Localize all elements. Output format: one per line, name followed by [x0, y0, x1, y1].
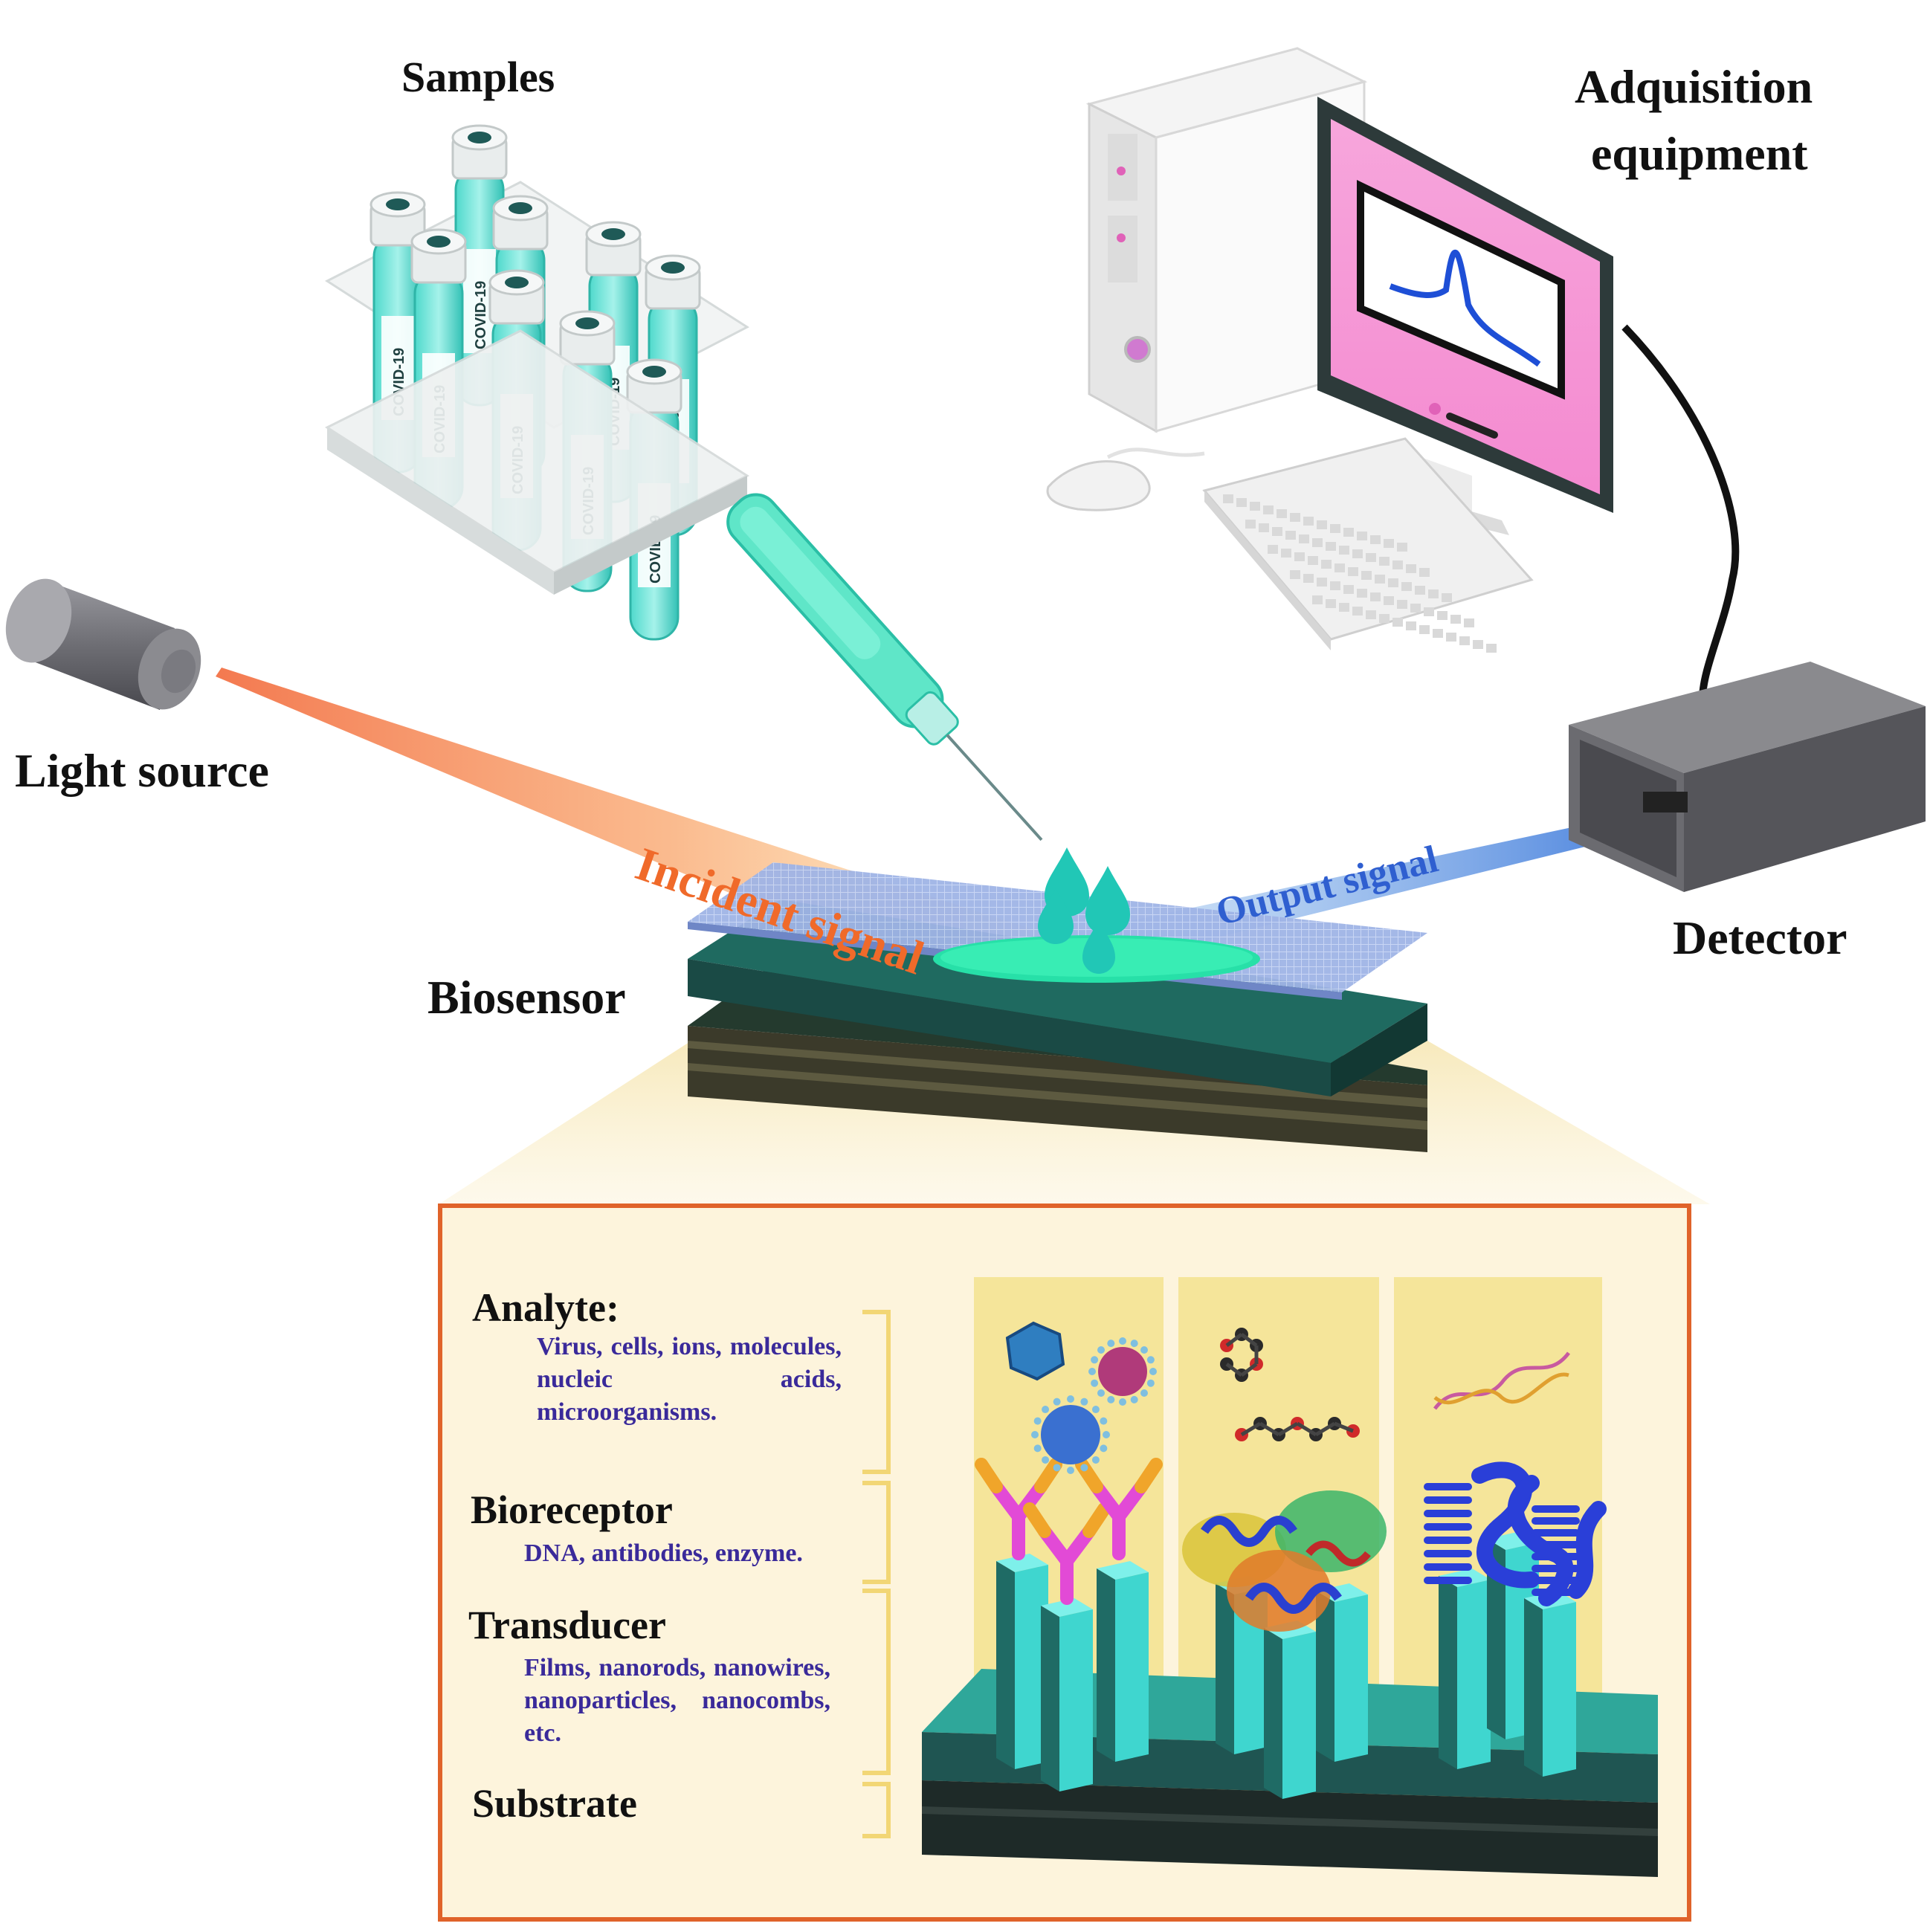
test-tube: COVID-19	[451, 124, 508, 407]
acquisition-computer	[1046, 47, 1740, 700]
light-source	[5, 578, 201, 710]
nanorod	[1097, 1561, 1149, 1762]
nanorod	[1439, 1568, 1491, 1769]
component-brackets	[862, 1310, 891, 1838]
analyte-desc: Virus, cells, ions, molecules, nucleic a…	[537, 1333, 842, 1426]
nanorod	[1264, 1621, 1316, 1799]
dna-receptors	[1424, 1461, 1607, 1606]
antibodies	[975, 1458, 1163, 1605]
nanorod	[1041, 1598, 1093, 1792]
substrate-title: Substrate	[472, 1781, 638, 1826]
sample-rack: COVID-19COVID-19COVID-19COVID-19COVID-19…	[324, 124, 750, 641]
antibody	[975, 1458, 1062, 1560]
sample-droplets	[1038, 847, 1130, 974]
syringe	[726, 493, 1043, 841]
acquisition-label-line2: equipment	[1591, 127, 1808, 180]
bioreceptor-desc: DNA, antibodies, enzyme.	[524, 1540, 803, 1567]
nanorod	[1524, 1591, 1576, 1777]
acquisition-label-line1: Adquisition	[1575, 60, 1813, 113]
biosensor-label: Biosensor	[427, 971, 626, 1024]
nanorod	[996, 1554, 1048, 1769]
biosensor-stack	[439, 862, 1710, 1204]
detector-box	[1569, 662, 1926, 892]
antibody	[1023, 1502, 1111, 1605]
detector-label: Detector	[1673, 911, 1847, 964]
transducer-desc: Films, nanorods, nanowires, nanoparticle…	[524, 1654, 830, 1747]
samples-label: Samples	[401, 53, 555, 101]
enzymes	[1182, 1490, 1387, 1632]
tube-label-text: COVID-19	[473, 281, 489, 349]
transducer-title: Transducer	[468, 1603, 666, 1647]
analytes	[1005, 1321, 1570, 1474]
light-source-label: Light source	[15, 744, 269, 797]
analyte-title: Analyte:	[472, 1285, 619, 1330]
bioreceptor-title: Bioreceptor	[471, 1487, 673, 1532]
nanorods	[996, 1531, 1576, 1799]
